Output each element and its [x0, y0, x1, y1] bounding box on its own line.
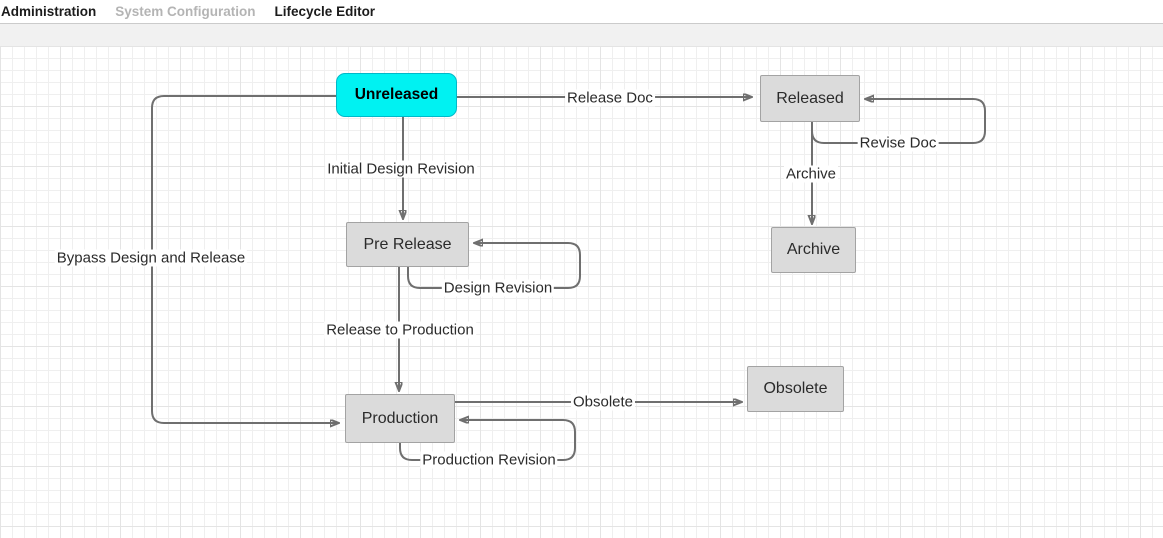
breadcrumb-lifecycle-editor[interactable]: Lifecycle Editor: [274, 4, 376, 19]
edge-revise-doc[interactable]: [811, 99, 986, 144]
edge-label-initial-design-revision: Initial Design Revision: [325, 160, 477, 178]
node-pre-release[interactable]: Pre Release: [346, 222, 469, 267]
edge-label-release-to-production: Release to Production: [324, 321, 476, 339]
edge-design-revision[interactable]: [407, 243, 581, 289]
edge-label-design-revision: Design Revision: [441, 279, 555, 297]
node-released[interactable]: Released: [760, 75, 860, 122]
edge-label-archive: Archive: [783, 165, 839, 183]
edge-layer: [151, 46, 986, 461]
node-archive[interactable]: Archive: [771, 227, 856, 273]
edge-label-production-revision: Production Revision: [420, 451, 558, 469]
edge-label-obsolete: Obsolete: [570, 393, 636, 411]
node-obsolete[interactable]: Obsolete: [747, 366, 844, 412]
edge-label-bypass-design-release: Bypass Design and Release: [54, 249, 248, 267]
breadcrumb-system-configuration[interactable]: System Configuration: [115, 4, 256, 19]
breadcrumb: Administration System Configuration Life…: [0, 0, 1163, 23]
edge-label-release-doc: Release Doc: [565, 89, 655, 107]
toolbar-band: [0, 23, 1163, 46]
node-unreleased[interactable]: Unreleased: [336, 73, 457, 117]
breadcrumb-administration[interactable]: Administration: [1, 4, 97, 19]
edge-label-revise-doc: Revise Doc: [857, 134, 939, 152]
diagram-canvas[interactable]: Release Doc Revise Doc Archive Initial D…: [0, 46, 1163, 538]
edge-production-revision[interactable]: [399, 420, 576, 461]
node-production[interactable]: Production: [345, 394, 455, 443]
